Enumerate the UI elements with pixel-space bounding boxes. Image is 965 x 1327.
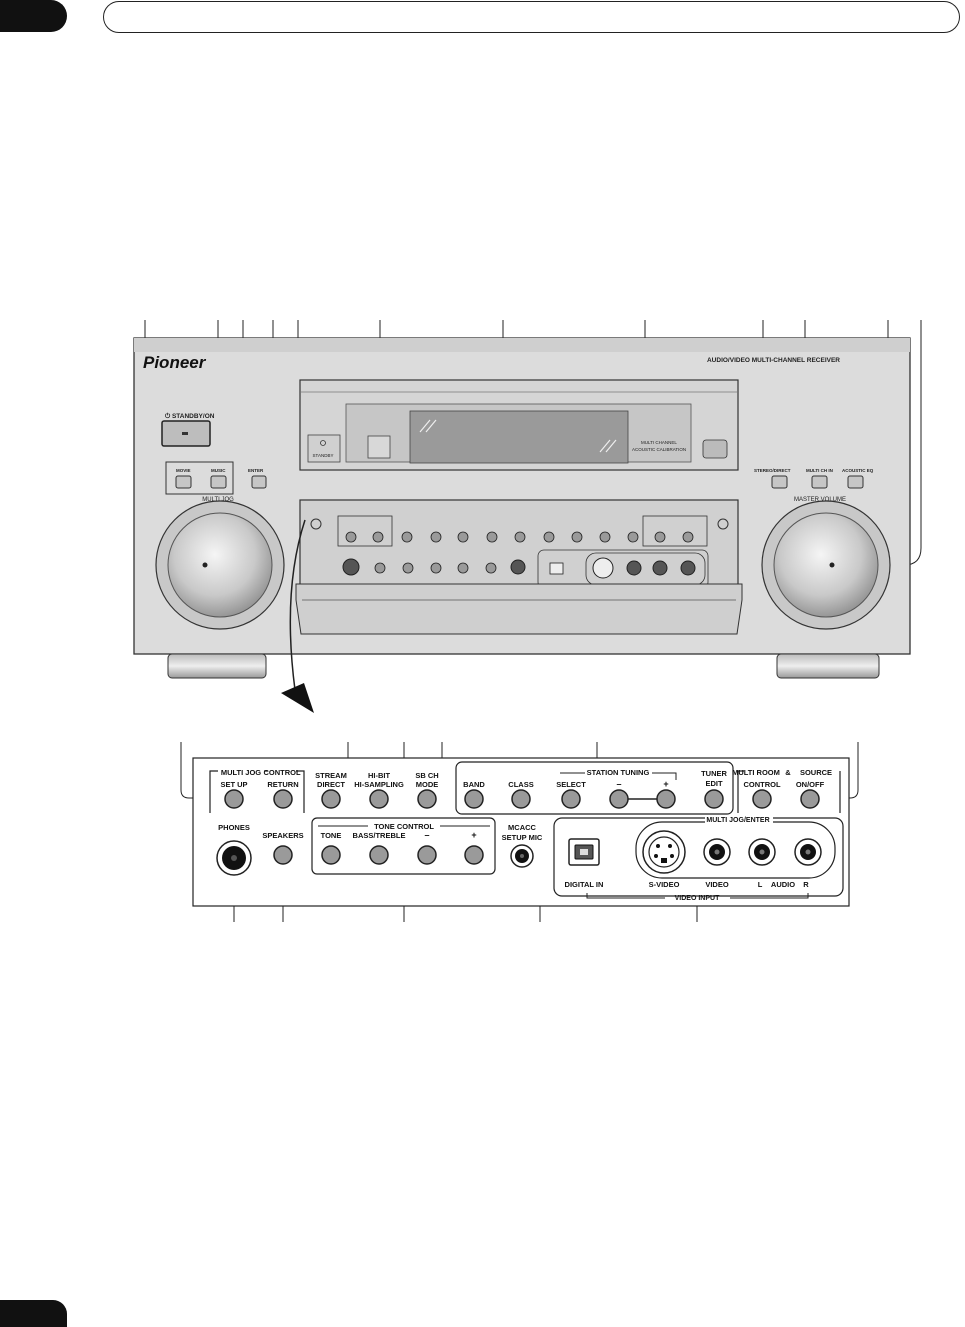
- svg-text:MUSIC: MUSIC: [211, 468, 226, 473]
- right-foot: [776, 653, 880, 679]
- svg-text:SOURCE: SOURCE: [800, 768, 832, 777]
- multi-ch-in-button[interactable]: [811, 475, 828, 489]
- tone-plus-button[interactable]: [464, 845, 484, 865]
- brand-logo: Pioneer: [143, 353, 207, 372]
- model-caption: AUDIO/VIDEO MULTI-CHANNEL RECEIVER: [707, 357, 840, 364]
- svg-text:CONTROL: CONTROL: [263, 768, 300, 777]
- svg-text:&: &: [785, 768, 791, 777]
- svg-text:SB CH: SB CH: [415, 771, 438, 780]
- multi-room-control-button[interactable]: [752, 789, 772, 809]
- svg-text:BASS/TREBLE: BASS/TREBLE: [353, 831, 406, 840]
- standby-led: [320, 440, 326, 446]
- svg-text:DIRECT: DIRECT: [317, 780, 345, 789]
- svg-text:VIDEO: VIDEO: [705, 880, 729, 889]
- svg-text:SETUP MIC: SETUP MIC: [502, 833, 543, 842]
- multi-jog-label: MULTI JOG: [202, 497, 234, 503]
- tone-minus-button[interactable]: [417, 845, 437, 865]
- svg-text:TONE: TONE: [321, 831, 342, 840]
- svg-text:HI-SAMPLING: HI-SAMPLING: [354, 780, 404, 789]
- svg-text:ON/OFF: ON/OFF: [796, 780, 825, 789]
- svg-text:VIDEO INPUT: VIDEO INPUT: [675, 895, 720, 902]
- s-video-port-icon: [648, 836, 680, 868]
- enlarged-front-panel: [192, 757, 850, 907]
- remote-sensor: [367, 435, 391, 459]
- svg-text:TONE CONTROL: TONE CONTROL: [374, 822, 434, 831]
- stereo-direct-button[interactable]: [771, 475, 788, 489]
- svg-text:RETURN: RETURN: [267, 780, 298, 789]
- stream-direct-button[interactable]: [321, 789, 341, 809]
- svg-text:MCACC: MCACC: [508, 823, 536, 832]
- svg-text:AUDIO: AUDIO: [771, 880, 795, 889]
- standby-on-label: ⏻ STANDBY/ON: [165, 412, 215, 420]
- zoom-arrow: [289, 519, 306, 691]
- master-volume-label: MASTER VOLUME: [794, 497, 846, 503]
- svg-text:SET UP: SET UP: [220, 780, 247, 789]
- svg-text:HI-BIT: HI-BIT: [368, 771, 390, 780]
- svg-text:MULTI ROOM: MULTI ROOM: [732, 768, 780, 777]
- svg-text:S-VIDEO: S-VIDEO: [649, 880, 680, 889]
- front-door-panel: [295, 499, 743, 635]
- svg-text:STATION TUNING: STATION TUNING: [587, 768, 650, 777]
- music-button[interactable]: [210, 475, 227, 489]
- fl-display: [409, 410, 629, 464]
- front-inputs-box: [553, 817, 844, 897]
- bass-treble-button[interactable]: [369, 845, 389, 865]
- page-tab-top: [0, 0, 67, 32]
- tuning-plus-button[interactable]: [656, 789, 676, 809]
- left-foot: [167, 653, 267, 679]
- class-button[interactable]: [511, 789, 531, 809]
- svg-text:MULTI JOG/ENTER: MULTI JOG/ENTER: [706, 817, 769, 824]
- acoustic-eq-button[interactable]: [847, 475, 864, 489]
- svg-text:MULTI CHANNEL: MULTI CHANNEL: [641, 440, 677, 445]
- speakers-button[interactable]: [273, 845, 293, 865]
- movie-button[interactable]: [175, 475, 192, 489]
- svg-text:STEREO/DIRECT: STEREO/DIRECT: [754, 468, 791, 473]
- svg-text:ACOUSTIC EQ: ACOUSTIC EQ: [842, 468, 874, 473]
- svg-text:+: +: [663, 779, 668, 789]
- svg-text:BAND: BAND: [463, 780, 485, 789]
- sb-ch-mode-button[interactable]: [417, 789, 437, 809]
- svg-text:MULTI JOG: MULTI JOG: [221, 768, 261, 777]
- svg-text:CONTROL: CONTROL: [743, 780, 780, 789]
- band-button[interactable]: [464, 789, 484, 809]
- enter-button[interactable]: [251, 475, 267, 489]
- svg-text:ENTER: ENTER: [248, 468, 264, 473]
- setup-button[interactable]: [224, 789, 244, 809]
- svg-text:EDIT: EDIT: [705, 779, 723, 788]
- svg-text:DIGITAL IN: DIGITAL IN: [565, 880, 604, 889]
- svg-text:SELECT: SELECT: [556, 780, 586, 789]
- select-button[interactable]: [561, 789, 581, 809]
- svg-text:PHONES: PHONES: [218, 823, 250, 832]
- tuner-edit-button[interactable]: [704, 789, 724, 809]
- page-tab-bottom: [0, 1300, 67, 1327]
- hi-bit-hi-sampling-button[interactable]: [369, 789, 389, 809]
- svg-text:ACOUSTIC CALIBRATION: ACOUSTIC CALIBRATION: [632, 447, 686, 452]
- svg-text:CLASS: CLASS: [508, 780, 533, 789]
- tone-button[interactable]: [321, 845, 341, 865]
- header-bar: [103, 1, 960, 33]
- svg-text:L: L: [758, 880, 763, 889]
- svg-text:MOVIE: MOVIE: [176, 468, 191, 473]
- svg-text:–: –: [616, 779, 621, 789]
- svg-text:MULTI CH IN: MULTI CH IN: [806, 468, 833, 473]
- svg-text:STREAM: STREAM: [315, 771, 347, 780]
- mcacc-logo: [702, 439, 728, 459]
- tone-control-box: [311, 817, 496, 875]
- svg-text:+: +: [471, 830, 476, 840]
- source-on-off-button[interactable]: [800, 789, 820, 809]
- tuning-minus-button[interactable]: [609, 789, 629, 809]
- svg-text:R: R: [803, 880, 809, 889]
- return-button[interactable]: [273, 789, 293, 809]
- svg-text:MODE: MODE: [416, 780, 439, 789]
- zoom-arrow-head: [281, 683, 314, 713]
- standby-label: STANDBY: [313, 453, 334, 458]
- svg-text:SPEAKERS: SPEAKERS: [262, 831, 303, 840]
- station-tuning-box: [455, 761, 734, 815]
- svg-text:–: –: [424, 830, 429, 840]
- svg-text:TUNER: TUNER: [701, 769, 727, 778]
